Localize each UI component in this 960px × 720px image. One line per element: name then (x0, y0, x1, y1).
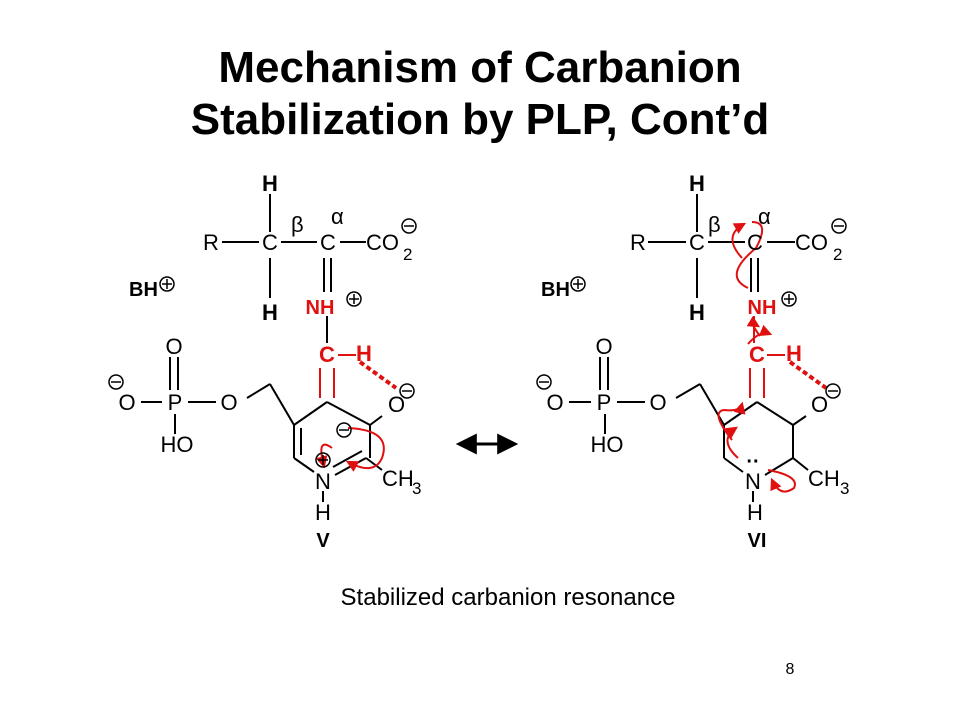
charge-plus-icon (159, 276, 175, 292)
structure-vi-ring (569, 357, 809, 502)
carboxylate-co: CO (366, 230, 399, 255)
ring-nh: H (747, 500, 763, 525)
ester-o: O (220, 390, 237, 415)
beta-label: β (291, 212, 304, 237)
atom-c-alpha: C (320, 230, 336, 255)
electron-arrow-vi5 (717, 401, 746, 441)
methyl-ch: CH (808, 466, 840, 491)
phosphoryl-o: O (165, 334, 182, 359)
electron-arrow-vi3 (746, 315, 761, 337)
ester-o: O (649, 390, 666, 415)
atom-r: R (630, 230, 646, 255)
charge-minus-icon (336, 422, 352, 438)
electron-arrow-vi7 (767, 469, 796, 493)
methyl-subscript: 3 (840, 479, 849, 498)
atom-h-red: H (356, 341, 372, 366)
atom-h-bottom: H (689, 300, 705, 325)
ring-nh: H (315, 500, 331, 525)
title-line-2: Stabilization by PLP, Cont’d (190, 95, 770, 144)
imine-nh: NH (306, 297, 335, 319)
phosphate-ho: HO (161, 432, 194, 457)
atom-c-red: C (749, 342, 765, 367)
phosphorus: P (597, 390, 612, 415)
structure-label-vi: VI (748, 530, 767, 552)
charge-plus-icon (346, 291, 362, 307)
electron-arrow-vi2 (735, 221, 763, 289)
charge-plus-icon (315, 452, 331, 468)
base-bh: BH (541, 279, 570, 301)
electron-arrow-vi4 (747, 324, 773, 345)
page-number: 8 (785, 661, 795, 678)
structure-vi: H H R C C CO 2 β α BH NH C H O N ·· H CH… (536, 171, 849, 552)
structure-v: H H R C C CO 2 β α BH NH C H O N H CH 3 … (108, 171, 421, 552)
phosphate-o-minus: O (546, 390, 563, 415)
alpha-label: α (331, 204, 344, 229)
imine-nh: NH (748, 297, 777, 319)
carboxylate-co: CO (795, 230, 828, 255)
charge-minus-icon (108, 374, 124, 390)
ring-n: N (745, 469, 761, 494)
beta-label: β (708, 212, 721, 237)
atom-c-red: C (319, 342, 335, 367)
electron-arrow-vi6 (724, 426, 739, 459)
atom-c-beta: C (689, 230, 705, 255)
charge-minus-icon (825, 383, 841, 399)
carboxylate-subscript: 2 (403, 245, 412, 264)
atom-c-alpha: C (747, 230, 763, 255)
structure-label-v: V (316, 530, 330, 552)
charge-minus-icon (831, 218, 847, 234)
electron-arrow-vi1 (731, 222, 747, 259)
structure-v-ring (141, 357, 383, 502)
charge-minus-icon (399, 383, 415, 399)
phosphate-o-minus: O (118, 390, 135, 415)
base-bh: BH (129, 279, 158, 301)
methyl-ch: CH (382, 466, 414, 491)
atom-h-top: H (262, 171, 278, 196)
charge-plus-icon (781, 291, 797, 307)
alpha-label: α (758, 204, 771, 229)
electron-arrow-v2 (345, 427, 385, 472)
title-line-1: Mechanism of Carbanion (218, 43, 742, 92)
atom-h-bottom: H (262, 300, 278, 325)
slide-title: Mechanism of Carbanion Stabilization by … (0, 42, 960, 146)
atom-c-beta: C (262, 230, 278, 255)
phosphate-ho: HO (591, 432, 624, 457)
carboxylate-subscript: 2 (833, 245, 842, 264)
phosphorus: P (168, 390, 183, 415)
phenoxide-o: O (811, 392, 828, 417)
atom-h-red: H (786, 341, 802, 366)
methyl-subscript: 3 (412, 479, 421, 498)
charge-minus-icon (536, 374, 552, 390)
charge-minus-icon (401, 218, 417, 234)
phenoxide-o: O (388, 392, 405, 417)
structure-v-bonds (222, 194, 366, 343)
charge-plus-icon (570, 276, 586, 292)
atom-r: R (203, 230, 219, 255)
ring-n: N (315, 469, 331, 494)
atom-h-top: H (689, 171, 705, 196)
phosphoryl-o: O (595, 334, 612, 359)
lone-pair: ·· (746, 451, 759, 473)
diagram-caption: Stabilized carbanion resonance (340, 584, 676, 611)
structure-vi-bonds (648, 194, 795, 298)
